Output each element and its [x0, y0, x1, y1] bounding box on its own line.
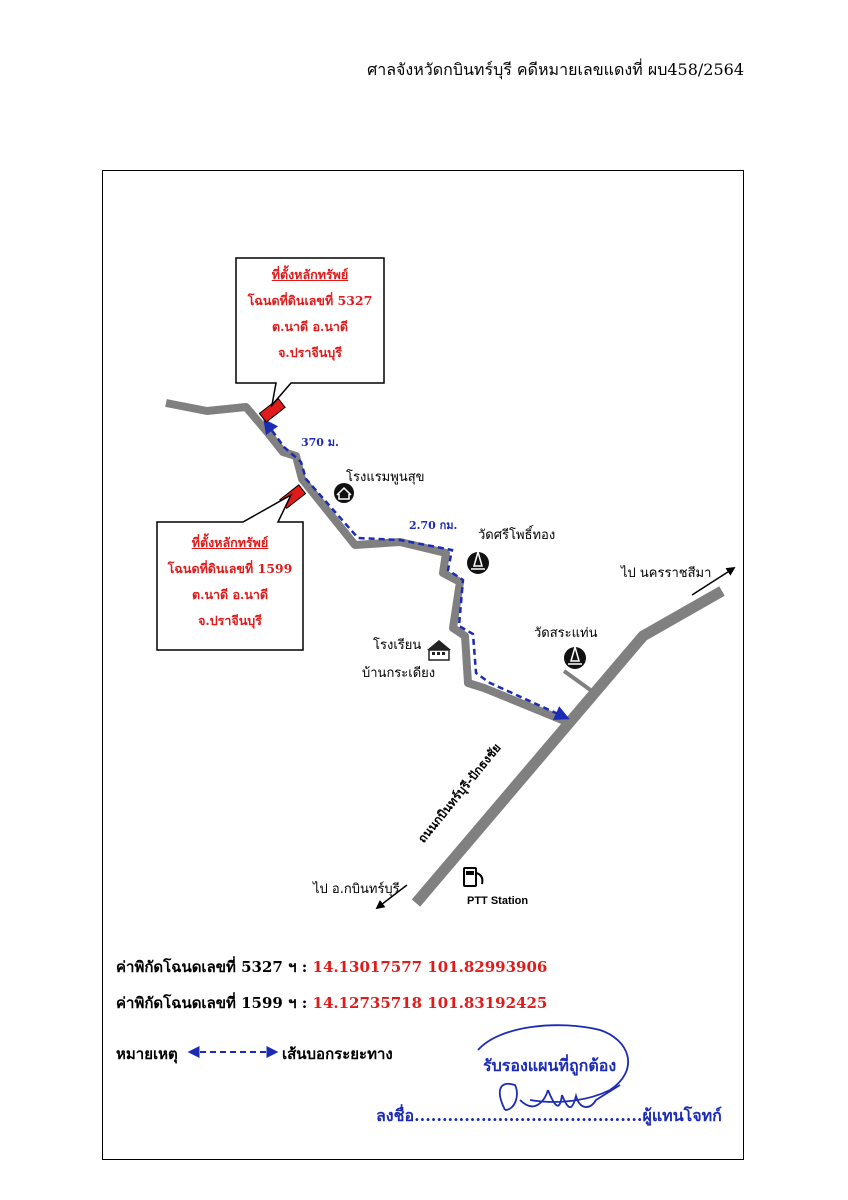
landmark-ptt-station: PTT Station: [467, 895, 529, 907]
temple-icon: [564, 644, 586, 669]
wat-branch-road: [562, 669, 598, 696]
callout-box-2: [156, 493, 304, 651]
coordinate-label: ค่าพิกัดโฉนดเลขที่ 5327 ฯ :: [116, 958, 308, 976]
certification-text: รับรองแผนที่ถูกต้อง: [483, 1056, 617, 1075]
coordinate-row-1599: ค่าพิกัดโฉนดเลขที่ 1599 ฯ : 14.12735718 …: [116, 991, 547, 1015]
coordinate-row-5327: ค่าพิกัดโฉนดเลขที่ 5327 ฯ : 14.13017577 …: [116, 955, 547, 979]
direction-kabin-buri: ไป อ.กบินทร์บุรี: [313, 882, 400, 897]
coordinate-value: 14.13017577 101.82993906: [312, 958, 548, 976]
map-frame: [102, 170, 744, 1160]
signature-mark: [477, 1024, 629, 1111]
landmark-school-line2: บ้านกระเดียง: [362, 666, 436, 681]
landmark-wat-sa-taen: วัดสระแท่น: [534, 626, 598, 641]
hotel-icon: [334, 483, 354, 503]
direction-korat: ไป นครราชสีมา: [621, 566, 712, 581]
distance-route: [263, 418, 570, 720]
signature-prefix: ลงชื่อ: [376, 1106, 415, 1125]
legend-label: หมายเหตุ: [116, 1045, 178, 1063]
callout-province: จ.ปราจีนบุรี: [198, 613, 262, 628]
landmark-school-line1: โรงเรียน: [373, 638, 422, 653]
callout-deed: โฉนดที่ดินเลขที่ 5327: [247, 293, 373, 308]
parcel-5327: [258, 397, 286, 423]
distance-label-370: 370 ม.: [301, 436, 339, 449]
landmark-wat-sri-pho-thong: วัดศรีโพธิ์ทอง: [478, 528, 556, 543]
callout-parcel-1599: ที่ตั้งหลักทรัพย์ โฉนดที่ดินเลขที่ 1599 …: [157, 530, 303, 634]
coordinate-value: 14.12735718 101.83192425: [312, 994, 548, 1012]
arrow-icon: [375, 884, 408, 910]
signature-role: ผู้แทนโจทก์: [642, 1106, 722, 1125]
callout-district: ต.นาดี อ.นาดี: [191, 587, 269, 602]
temple-icon: [467, 549, 489, 574]
distance-label-2-70: 2.70 กม.: [409, 519, 458, 532]
arrow-icon: [691, 567, 736, 596]
legend-description: เส้นบอกระยะทาง: [282, 1045, 393, 1063]
signature-line: ลงชื่อ..................................…: [376, 1104, 722, 1129]
coordinate-label: ค่าพิกัดโฉนดเลขที่ 1599 ฯ :: [116, 994, 308, 1012]
document-header: ศาลจังหวัดกบินทร์บุรี คดีหมายเลขแดงที่ ผ…: [367, 60, 744, 79]
legend: หมายเหตุ เส้นบอกระยะทาง: [116, 1042, 393, 1066]
callout-parcel-5327: ที่ตั้งหลักทรัพย์ โฉนดที่ดินเลขที่ 5327 …: [236, 262, 384, 366]
callout-province: จ.ปราจีนบุรี: [278, 345, 342, 360]
callout-district: ต.นาดี อ.นาดี: [271, 319, 349, 334]
school-icon: [427, 640, 451, 661]
fuel-pump-icon: [463, 867, 484, 887]
landmark-hotel: โรงแรมพูนสุข: [346, 470, 425, 485]
callout-title: ที่ตั้งหลักทรัพย์: [271, 267, 349, 282]
callout-box-1: [235, 257, 385, 408]
callout-title: ที่ตั้งหลักทรัพย์: [191, 535, 269, 550]
signature-dots: ........................................…: [414, 1106, 643, 1125]
main-road: [411, 586, 725, 907]
callout-deed: โฉนดที่ดินเลขที่ 1599: [167, 561, 293, 576]
